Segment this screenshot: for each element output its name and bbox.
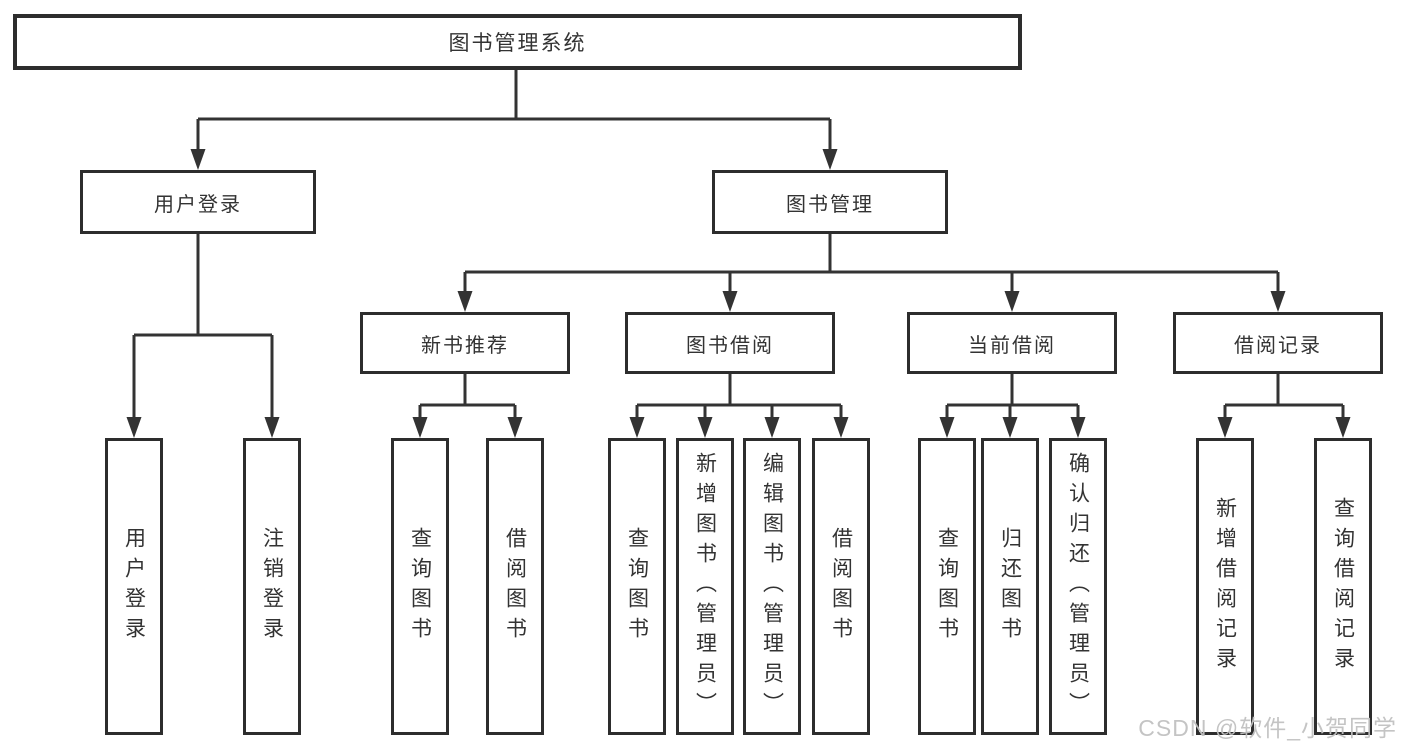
node-leaf-query-borrow-record: 查询借阅记录 bbox=[1314, 438, 1372, 735]
node-user-login: 用户登录 bbox=[80, 170, 316, 234]
node-new-book-recommend: 新书推荐 bbox=[360, 312, 570, 374]
node-leaf-query-books-recommend: 查询图书 bbox=[391, 438, 449, 735]
node-leaf-add-borrow-record: 新增借阅记录 bbox=[1196, 438, 1254, 735]
node-borrow-records: 借阅记录 bbox=[1173, 312, 1383, 374]
node-leaf-query-books-borrow: 查询图书 bbox=[608, 438, 666, 735]
node-leaf-user-login: 用户登录 bbox=[105, 438, 163, 735]
node-leaf-return-book: 归还图书 bbox=[981, 438, 1039, 735]
node-current-borrow: 当前借阅 bbox=[907, 312, 1117, 374]
node-book-management: 图书管理 bbox=[712, 170, 948, 234]
node-leaf-borrow-book: 借阅图书 bbox=[812, 438, 870, 735]
node-leaf-borrow-book-recommend: 借阅图书 bbox=[486, 438, 544, 735]
node-root-system: 图书管理系统 bbox=[13, 14, 1022, 70]
node-leaf-query-books-current: 查询图书 bbox=[918, 438, 976, 735]
node-leaf-confirm-return-admin: 确认归还（管理员） bbox=[1049, 438, 1107, 735]
csdn-watermark: CSDN @软件_小贺同学 bbox=[1138, 715, 1397, 741]
arrowheads bbox=[126, 149, 1351, 438]
node-book-borrow: 图书借阅 bbox=[625, 312, 835, 374]
node-leaf-add-book-admin: 新增图书（管理员） bbox=[676, 438, 734, 735]
node-leaf-edit-book-admin: 编辑图书（管理员） bbox=[743, 438, 801, 735]
connector-paths bbox=[132, 67, 1345, 419]
node-leaf-logout: 注销登录 bbox=[243, 438, 301, 735]
